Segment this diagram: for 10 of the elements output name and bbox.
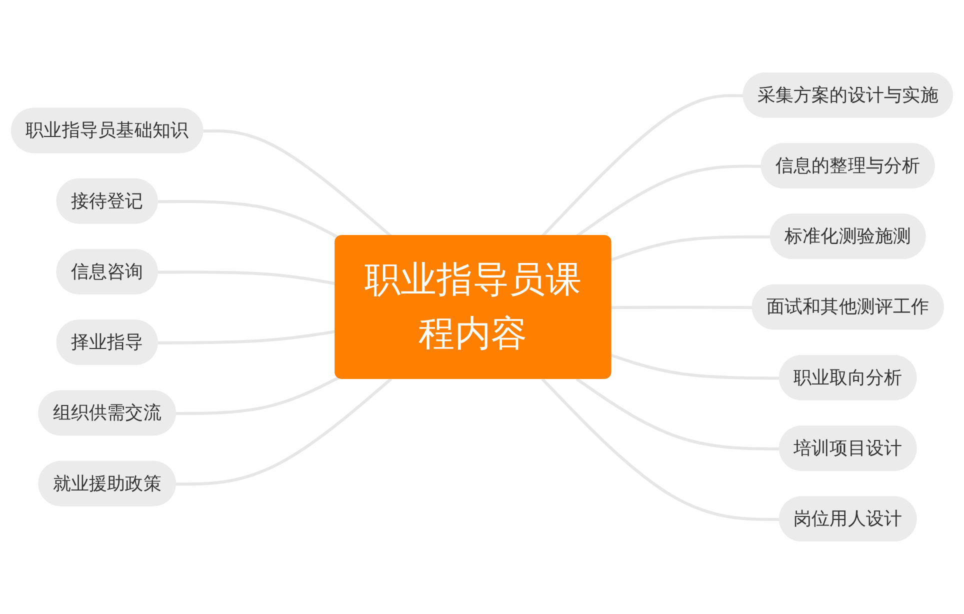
connector [158, 270, 336, 286]
connector [158, 200, 340, 239]
connector [541, 378, 780, 521]
connector [610, 354, 780, 380]
connector [576, 378, 780, 450]
connector [158, 330, 336, 344]
connector [541, 94, 744, 238]
connector [176, 376, 340, 416]
connector [610, 235, 772, 262]
connector [176, 378, 392, 486]
